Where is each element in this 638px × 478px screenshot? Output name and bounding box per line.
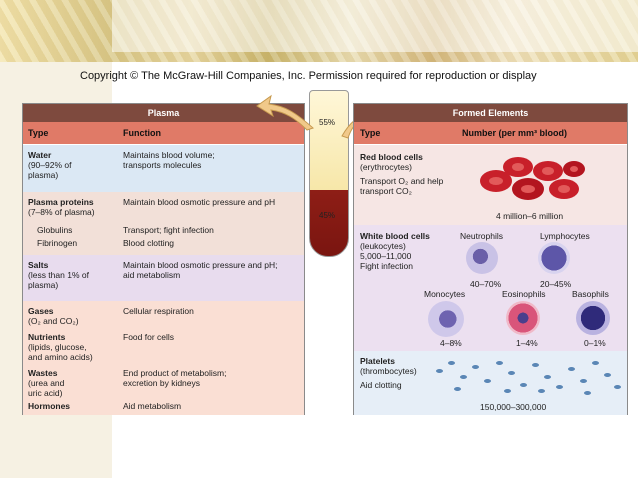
formed-column-header: Type Number (per mm³ blood)	[354, 122, 627, 144]
function-text: Aid metabolism	[123, 401, 182, 411]
plasma-col-type: Type	[28, 128, 49, 138]
monocyte-icon	[428, 301, 464, 337]
type-detail: (lipids, glucose, and amino acids)	[28, 342, 93, 362]
type-name: Plasma proteins	[28, 197, 94, 207]
platelets-count: 150,000–300,000	[480, 402, 547, 412]
platelets-function: Aid clotting	[360, 380, 402, 390]
monocytes-label: Monocytes	[424, 289, 466, 299]
formed-col-type: Type	[360, 128, 381, 138]
plasma-title: Plasma	[23, 104, 304, 122]
function-text: Maintain blood osmotic pressure and pH	[123, 197, 276, 207]
platelets-name: Platelets	[360, 356, 395, 366]
wbc-count: 5,000–11,000	[360, 251, 412, 261]
plasma-column-header: Type Function	[23, 122, 304, 144]
wbc-function: Fight infection	[360, 261, 413, 271]
wbc-section: White blood cells (leukocytes) 5,000–11,…	[354, 225, 627, 351]
function-text: Maintains blood volume; transports molec…	[123, 150, 215, 170]
platelets-icon	[434, 357, 624, 395]
type-name: Wastes	[28, 368, 58, 378]
type-name: Water	[28, 150, 52, 160]
formed-elements-panel: Formed Elements Type Number (per mm³ blo…	[353, 103, 628, 415]
plasma-percent-label: 55%	[319, 118, 336, 127]
arrow-to-plasma-icon	[256, 94, 314, 131]
wbc-name: White blood cells	[360, 231, 430, 241]
type-name: Nutrients	[28, 332, 66, 342]
rbc-count: 4 million–6 million	[496, 211, 564, 221]
formed-col-number: Number (per mm³ blood)	[462, 128, 567, 138]
formed-title: Formed Elements	[354, 104, 627, 122]
function-text: End product of metabolism; excretion by …	[123, 368, 227, 388]
plasma-row-proteins: Plasma proteins(7–8% of plasma) Maintain…	[23, 192, 304, 255]
copyright-notice: Copyright © The McGraw-Hill Companies, I…	[80, 70, 537, 82]
function-text: Food for cells	[123, 332, 175, 342]
type-detail: Fibrinogen	[37, 238, 78, 248]
rbc-function: Transport O₂ and help transport CO₂	[360, 176, 444, 196]
eosinophils-pct: 1–4%	[516, 338, 538, 348]
lymphocytes-label: Lymphocytes	[540, 231, 590, 241]
rbc-detail: (erythrocytes)	[360, 162, 412, 172]
basophils-label: Basophils	[572, 289, 609, 299]
formed-percent-label: 45%	[319, 211, 336, 220]
type-detail: (urea and uric acid)	[28, 378, 65, 398]
plasma-row-other: Gases(O₂ and CO₂) Cellular respiration N…	[23, 301, 304, 415]
function-text: Maintain blood osmotic pressure and pH; …	[123, 260, 278, 280]
lymphocyte-icon	[538, 242, 570, 274]
monocytes-pct: 4–8%	[440, 338, 462, 348]
type-name: Salts	[28, 260, 49, 270]
type-detail: (O₂ and CO₂)	[28, 316, 79, 326]
red-blood-cells-icon	[480, 157, 585, 200]
plasma-col-function: Function	[123, 128, 161, 138]
type-detail: (7–8% of plasma)	[28, 207, 95, 217]
rbc-name: Red blood cells	[360, 152, 423, 162]
eosinophils-label: Eosinophils	[502, 289, 546, 299]
function-text: Cellular respiration	[123, 306, 194, 316]
blood-test-tube	[309, 90, 349, 257]
banner-overlay	[112, 0, 638, 52]
function-text: Transport; fight infection	[123, 225, 214, 235]
platelets-detail: (thrombocytes)	[360, 366, 417, 376]
wbc-detail: (leukocytes)	[360, 241, 406, 251]
plasma-row-water: Water(90–92% of plasma) Maintains blood …	[23, 145, 304, 192]
rbc-section: Red blood cells (erythrocytes) Transport…	[354, 145, 627, 225]
neutrophil-icon	[466, 242, 498, 274]
type-detail: (less than 1% of plasma)	[28, 270, 89, 290]
type-name: Hormones	[28, 401, 71, 411]
basophil-icon	[576, 301, 610, 335]
lymphocytes-pct: 20–45%	[540, 279, 572, 289]
type-detail: (90–92% of plasma)	[28, 160, 72, 180]
type-detail: Globulins	[37, 225, 73, 235]
type-name: Gases	[28, 306, 54, 316]
basophils-pct: 0–1%	[584, 338, 606, 348]
plasma-panel: Plasma Type Function Water(90–92% of pla…	[22, 103, 305, 415]
neutrophils-pct: 40–70%	[470, 279, 502, 289]
function-text: Blood clotting	[123, 238, 175, 248]
platelets-section: Platelets (thrombocytes) Aid clotting 15…	[354, 351, 627, 415]
plasma-row-salts: Salts(less than 1% of plasma) Maintain b…	[23, 255, 304, 301]
neutrophils-label: Neutrophils	[460, 231, 503, 241]
eosinophil-icon	[506, 301, 540, 335]
